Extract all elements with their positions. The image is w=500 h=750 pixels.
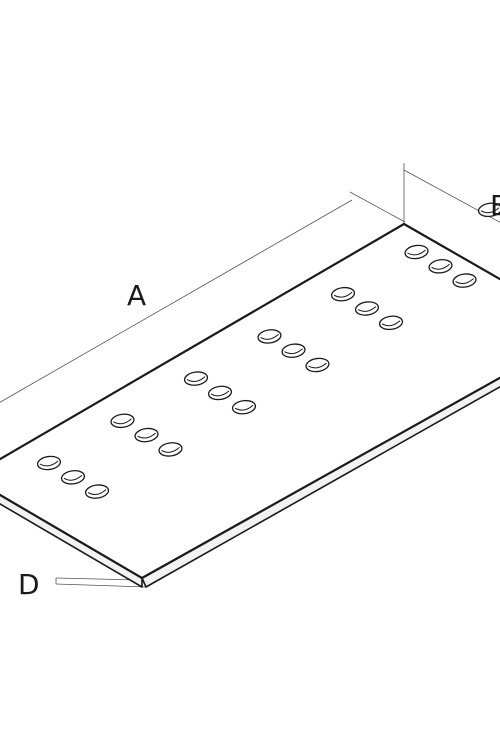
hole — [404, 244, 429, 260]
hole — [354, 301, 380, 316]
hole — [36, 455, 62, 471]
hole — [110, 413, 135, 429]
dimension-d-lines — [55, 577, 147, 588]
dimension-label-b: B — [490, 189, 500, 222]
hole — [257, 329, 282, 344]
hole — [281, 343, 306, 358]
hole — [134, 427, 159, 443]
hole — [477, 202, 500, 218]
hole — [428, 259, 453, 274]
hole — [231, 399, 257, 415]
hole — [330, 286, 356, 302]
hole-grid — [36, 202, 500, 499]
hole — [84, 484, 110, 499]
dimension-a-lines — [0, 191, 406, 403]
hole — [305, 357, 330, 373]
hole — [183, 371, 209, 386]
dimension-label-a: A — [127, 279, 146, 312]
hole — [158, 442, 183, 457]
hole — [207, 385, 233, 401]
dimension-label-d: D — [18, 568, 40, 601]
hole — [452, 273, 477, 288]
hole — [60, 470, 86, 485]
hole — [378, 315, 404, 331]
